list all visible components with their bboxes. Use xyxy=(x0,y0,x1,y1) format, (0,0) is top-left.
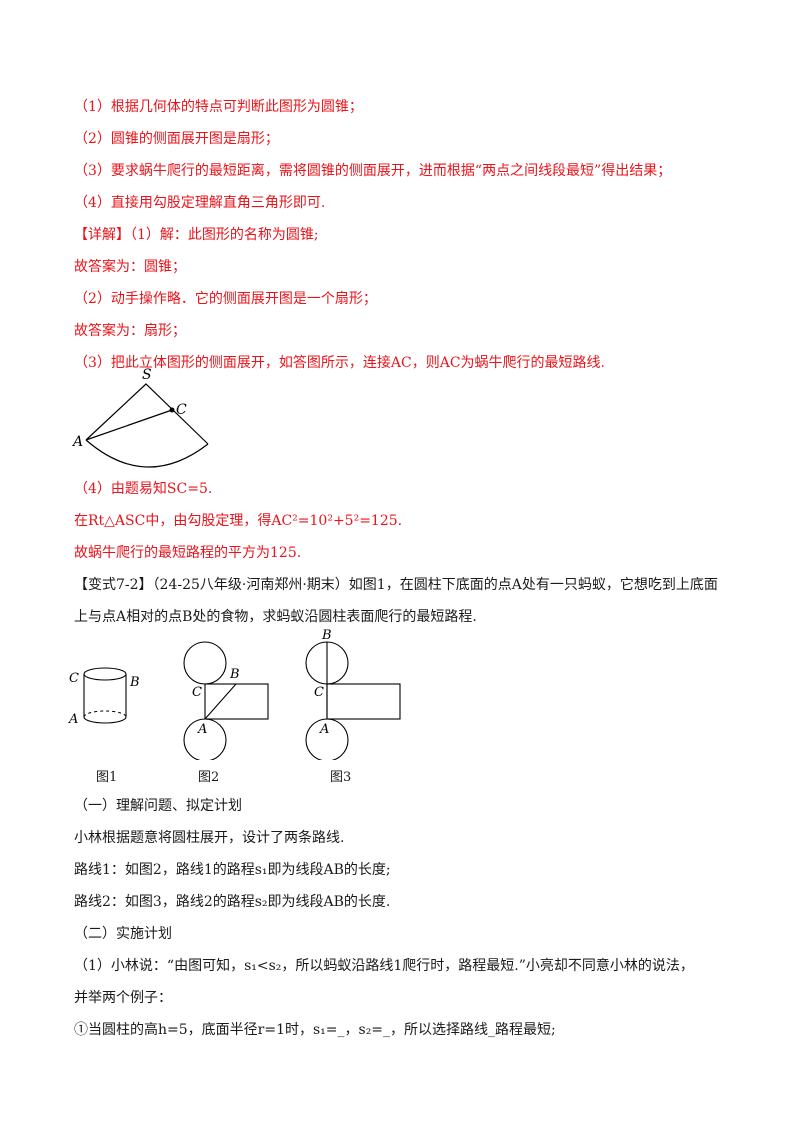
caption-figure-1: 图1 xyxy=(96,770,118,785)
caption-figure-3: 图3 xyxy=(330,770,352,785)
sector-arc xyxy=(85,439,209,468)
route-2-line: 路线2：如图3，路线2的路程s₂即为线段AB的长度. xyxy=(74,894,391,910)
solution-line-5: 在Rt△ASC中，由勾股定理，得AC²=10²+5²=125. xyxy=(74,513,403,529)
detail-line-3: （3）把此立体图形的侧面展开，如答图所示，连接AC，则AC为蜗牛爬行的最短路线. xyxy=(74,355,605,371)
sector-radii xyxy=(85,383,209,445)
segment-ac xyxy=(85,409,173,441)
plan-heading-2: （二）实施计划 xyxy=(74,926,172,942)
answer-line-1: 故答案为：圆锥； xyxy=(74,259,186,275)
fig1-label-b: B xyxy=(129,675,140,690)
point-c-dot xyxy=(169,407,175,413)
problem-line-1: 【变式7-2】（24-25八年级·河南郑州·期末）如图1，在圆柱下底面的点A处有… xyxy=(74,577,718,593)
fig3-label-b: B xyxy=(321,628,332,643)
solution-line-4: （4）由题易知SC=5. xyxy=(74,481,213,497)
answer-line-2: 故答案为：扇形； xyxy=(74,323,186,339)
fig1-label-c: C xyxy=(69,671,79,686)
figure-2-net-route-1: B C A xyxy=(183,641,269,760)
detail-line-2: （2）动手操作略．它的侧面展开图是一个扇形； xyxy=(74,291,377,307)
fig3-label-c: C xyxy=(314,685,324,700)
plan-line-3: 并举两个例子： xyxy=(74,990,172,1006)
detail-line-1: 【详解】（1）解：此图形的名称为圆锥; xyxy=(74,227,319,243)
fig3-label-a: A xyxy=(319,722,329,737)
analysis-line-2: （2）圆锥的侧面展开图是扇形； xyxy=(74,131,279,147)
fig1-label-a: A xyxy=(68,712,78,727)
route-1-line: 路线1：如图2，路线1的路程s₁即为线段AB的长度; xyxy=(74,862,391,878)
sector-figure: S C A xyxy=(71,367,209,468)
example-1-line: ①当圆柱的高h=5，底面半径r=1时，s₁=_，s₂=_，所以选择路线_路程最短… xyxy=(74,1022,556,1038)
label-s: S xyxy=(142,367,152,383)
fig2-label-b: B xyxy=(229,667,240,682)
caption-figure-2: 图2 xyxy=(198,770,220,785)
analysis-line-4: （4）直接用勾股定理解直角三角形即可. xyxy=(74,195,326,211)
analysis-line-3: （3）要求蜗牛爬行的最短距离，需将圆锥的侧面展开，进而根据“两点之间线段最短”得… xyxy=(74,163,672,179)
plan-line-2: （1）小林说：“由图可知，s₁<s₂，所以蚂蚁沿路线1爬行时，路程最短.”小亮却… xyxy=(74,958,694,974)
label-c: C xyxy=(176,402,187,418)
label-a: A xyxy=(71,434,83,450)
plan-heading-1: （一）理解问题、拟定计划 xyxy=(74,798,242,814)
plan-line-1: 小林根据题意将圆柱展开，设计了两条路线. xyxy=(74,830,345,846)
fig2-label-c: C xyxy=(192,685,202,700)
fig2-label-a: A xyxy=(197,722,207,737)
figure-3-net-route-2: B C A xyxy=(305,628,401,760)
figure-1-cylinder: C B A xyxy=(68,667,140,727)
analysis-line-1: （1）根据几何体的特点可判断此图形为圆锥； xyxy=(74,99,363,115)
conclusion-line: 故蜗牛爬行的最短路程的平方为125. xyxy=(74,545,302,561)
problem-line-2: 上与点A相对的点B处的食物，求蚂蚁沿圆柱表面爬行的最短路程. xyxy=(74,609,477,625)
